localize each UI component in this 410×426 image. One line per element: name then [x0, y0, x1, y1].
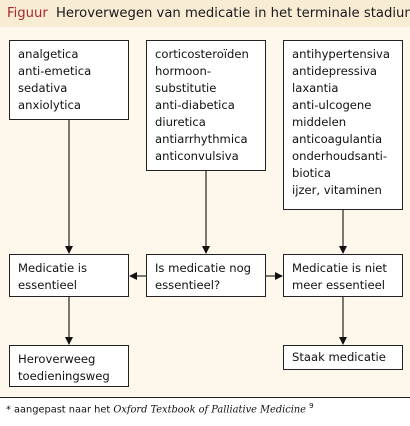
box-reconsider-route: Heroverweeg toedieningsweg	[9, 345, 129, 387]
box-line: Medicatie is niet	[292, 261, 387, 275]
box-line: anticoagulantia	[292, 132, 383, 146]
box-line: antihypertensiva	[292, 47, 390, 61]
box-line: Is medicatie nog	[155, 261, 252, 275]
box-nonessential-drugs: antihypertensiva antidepressiva laxantia…	[283, 40, 403, 210]
box-line: antidepressiva	[292, 64, 377, 78]
box-line: biotica	[292, 166, 331, 180]
box-line: essentieel	[18, 278, 77, 292]
box-stop-medication: Staak medicatie	[283, 345, 403, 370]
box-questionable-drugs: corticosteroïden hormoon- substitutie an…	[146, 40, 266, 171]
box-essential-drugs: analgetica anti-emetica sedativa anxioly…	[9, 40, 129, 120]
box-line: Heroverweeg	[18, 352, 96, 366]
figure-title: Heroverwegen van medicatie in het termin…	[56, 6, 410, 21]
box-line: meer essentieel	[292, 278, 385, 292]
box-line: hormoon-	[155, 64, 212, 78]
box-line: ijzer, vitaminen	[292, 183, 382, 197]
footnote: * aangepast naar het Oxford Textbook of …	[6, 402, 314, 415]
figure-label: Figuur	[7, 6, 48, 21]
box-essential-result: Medicatie is essentieel	[9, 254, 129, 297]
box-line: anti-emetica	[18, 64, 92, 78]
footnote-prefix: * aangepast naar het	[6, 404, 111, 416]
box-line: anticonvulsiva	[155, 149, 239, 163]
box-line: corticosteroïden	[155, 47, 249, 61]
box-nonessential-result: Medicatie is niet meer essentieel	[283, 254, 403, 297]
box-line: laxantia	[292, 81, 339, 95]
box-line: middelen	[292, 115, 347, 129]
box-line: essentieel?	[155, 278, 221, 292]
box-line: Staak medicatie	[292, 350, 386, 364]
box-line: substitutie	[155, 81, 217, 95]
box-line: onderhoudsanti-	[292, 149, 388, 163]
footnote-divider	[0, 397, 410, 398]
box-line: Medicatie is	[18, 261, 88, 275]
box-question: Is medicatie nog essentieel?	[146, 254, 266, 297]
footnote-ref: 9	[309, 402, 314, 410]
figure-header: Figuur Heroverwegen van medicatie in het…	[0, 0, 410, 27]
box-line: diuretica	[155, 115, 206, 129]
footnote-source: Oxford Textbook of Palliative Medicine	[113, 404, 306, 416]
box-line: anti-ulcogene	[292, 98, 372, 112]
box-line: sedativa	[18, 81, 68, 95]
box-line: toedieningsweg	[18, 369, 110, 383]
box-line: analgetica	[18, 47, 79, 61]
box-line: antiarrhythmica	[155, 132, 248, 146]
box-line: anti-diabetica	[155, 98, 235, 112]
box-line: anxiolytica	[18, 98, 81, 112]
